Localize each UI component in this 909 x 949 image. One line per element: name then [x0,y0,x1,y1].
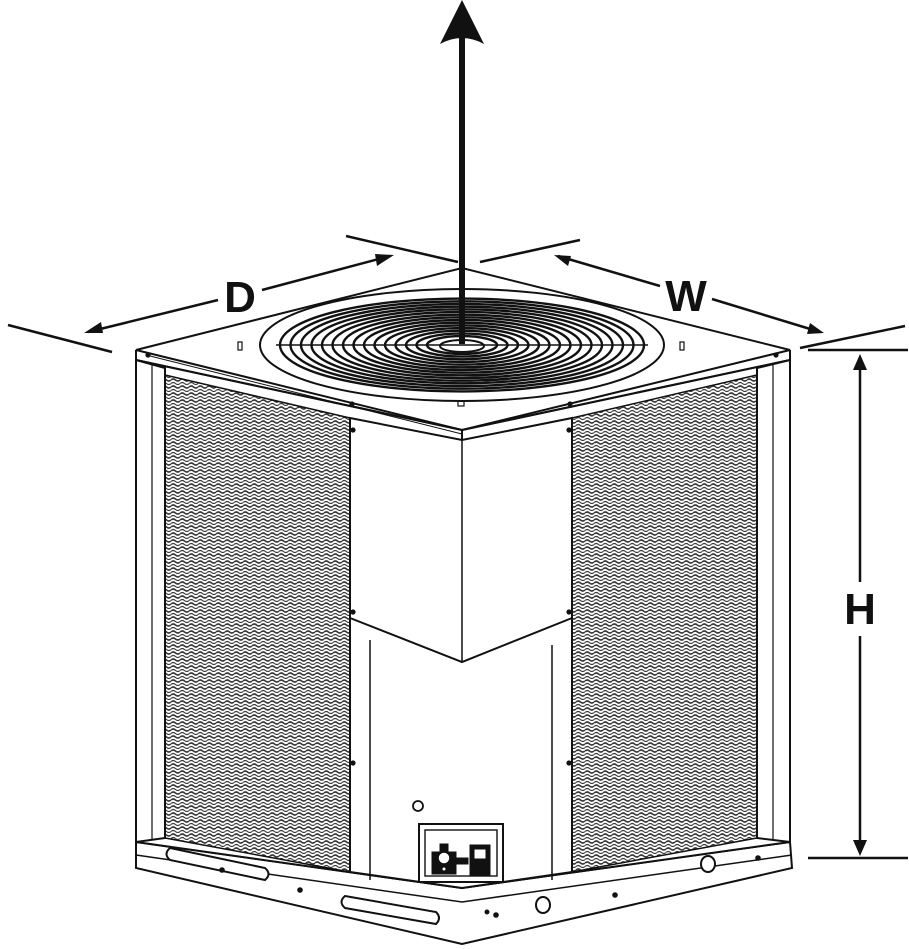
dimension-arrowheads [84,254,867,856]
left-coil [164,374,351,873]
right-coil [571,374,758,873]
service-panel [349,416,573,890]
dimension-lines [7,234,908,860]
depth-label: D [224,273,256,322]
width-label: W [665,272,707,321]
airflow-arrow-icon [440,0,484,344]
height-label: H [844,585,876,634]
fan-grille-icon [259,288,665,402]
service-valve-icon [418,823,504,883]
